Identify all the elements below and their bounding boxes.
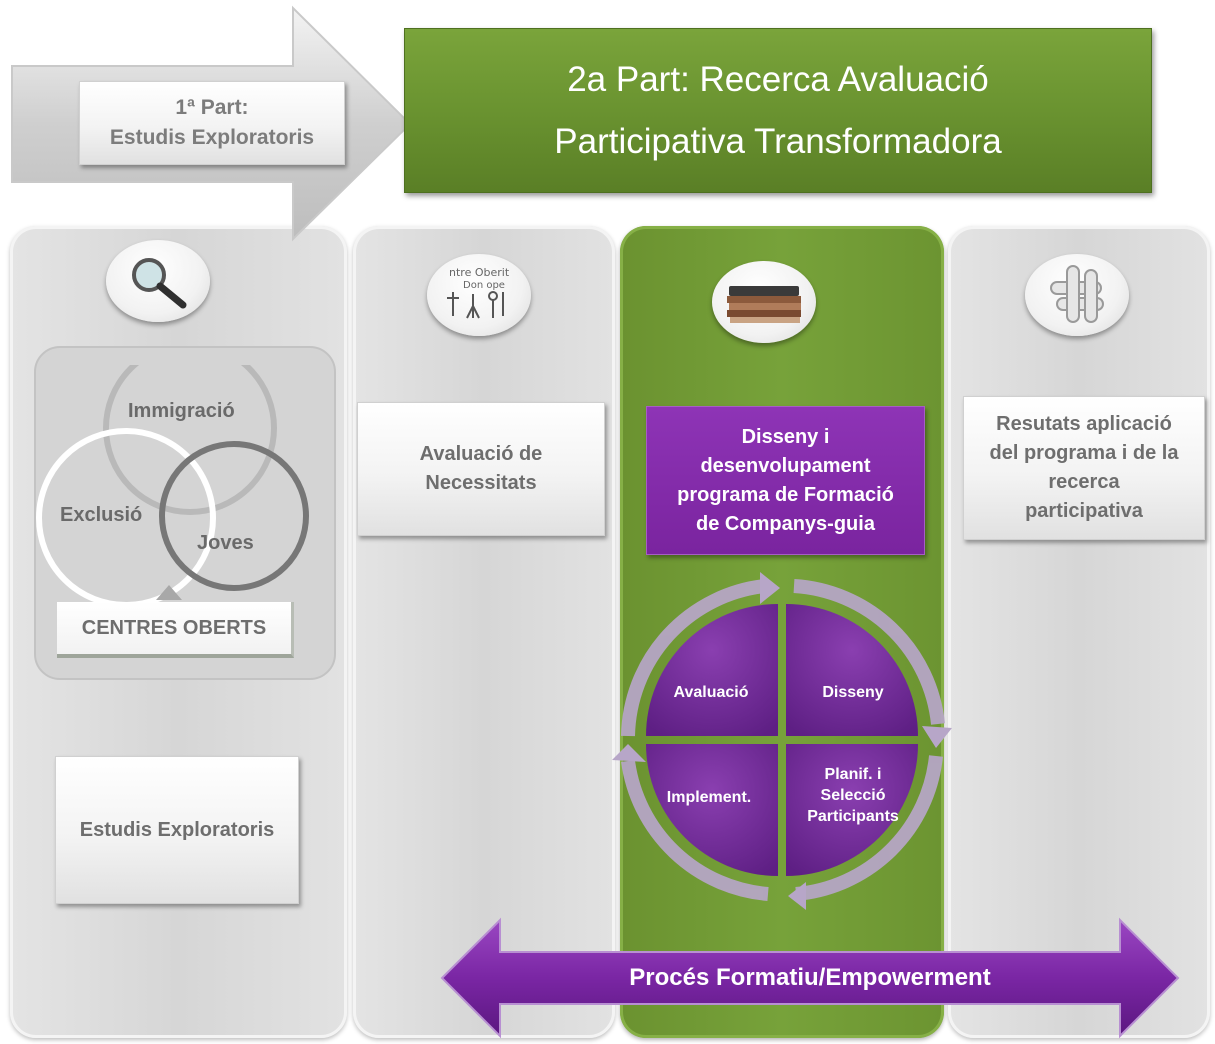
needs-assessment-box: Avaluació de Necessitats	[357, 402, 605, 536]
cycle-arrowhead-bottom	[788, 882, 806, 910]
cycle-label-planning: Planif. i Selecció Participants	[798, 764, 908, 827]
empowerment-label: Procés Formatiu/Empowerment	[629, 964, 991, 991]
joined-hands-icon	[1025, 254, 1129, 336]
venn-label-immigration: Immigració	[128, 400, 235, 422]
cycle-quadrant-design	[786, 604, 918, 736]
results-line1: Resutats aplicació	[996, 413, 1172, 435]
venn-label-youth: Joves	[197, 532, 254, 554]
cycle-quadrant-evaluation	[646, 604, 778, 736]
cycle-diagram	[612, 572, 952, 910]
program-design-line2: desenvolupament	[700, 454, 871, 477]
cycle-label-planning-line1: Planif. i	[824, 766, 882, 783]
part1-title-line2: Estudis Exploratoris	[109, 126, 315, 149]
notebooks-icon	[712, 261, 816, 343]
venn-label-exclusion: Exclusió	[60, 504, 143, 526]
cycle-label-planning-line3: Participants	[807, 808, 899, 825]
magnifier-icon	[106, 240, 210, 322]
part2-title-line1: 2a Part: Recerca Avaluació	[567, 59, 989, 99]
part2-title-line2: Participativa Transformadora	[554, 121, 1002, 161]
results-box: Resutats aplicació del programa i de la …	[963, 396, 1205, 540]
program-design-line3: programa de Formació	[677, 483, 894, 506]
part2-banner: 2a Part: Recerca Avaluació Participativa…	[404, 28, 1152, 193]
part1-title-line1: 1ª Part:	[175, 96, 249, 119]
results-line4: participativa	[1025, 500, 1143, 522]
cycle-label-planning-line2: Selecció	[820, 787, 886, 804]
svg-text:Don ope: Don ope	[463, 280, 505, 291]
venn-circle-immigration	[103, 365, 277, 515]
program-design-line1: Disseny i	[741, 425, 830, 448]
cycle-quadrant-planning	[786, 744, 918, 876]
children-drawing-icon: ntre Oberit Don ope	[427, 254, 531, 336]
cycle-arrowhead-top	[760, 572, 780, 604]
needs-assessment-line1: Avaluació de	[419, 443, 543, 465]
cycle-label-design: Disseny	[822, 684, 884, 701]
cycle-label-implementation: Implement.	[666, 789, 752, 806]
results-line3: recerca	[1048, 471, 1120, 493]
needs-assessment-line2: Necessitats	[425, 472, 537, 494]
venn-circle-youth	[159, 441, 309, 591]
cycle-arrowhead-right	[922, 726, 952, 748]
cycle-quadrant-implementation	[646, 744, 778, 876]
empowerment-arrow	[440, 917, 1180, 1039]
centres-oberts-label: CENTRES OBERTS	[57, 602, 294, 658]
svg-text:ntre Oberit: ntre Oberit	[449, 266, 510, 279]
program-design-box: Disseny i desenvolupament programa de Fo…	[646, 406, 925, 555]
cycle-label-evaluation: Avaluació	[673, 684, 749, 701]
exploratory-studies-box: Estudis Exploratoris	[55, 756, 299, 904]
venn-diagram	[36, 365, 309, 608]
exploratory-studies-label: Estudis Exploratoris	[79, 818, 275, 841]
results-line2: del programa i de la	[989, 442, 1179, 464]
column-results	[948, 226, 1210, 1038]
cycle-arrowhead-left	[612, 744, 646, 762]
column-needs	[353, 226, 615, 1038]
program-design-line4: de Companys-guia	[696, 512, 875, 535]
part1-label-box: 1ª Part: Estudis Exploratoris	[79, 81, 345, 165]
